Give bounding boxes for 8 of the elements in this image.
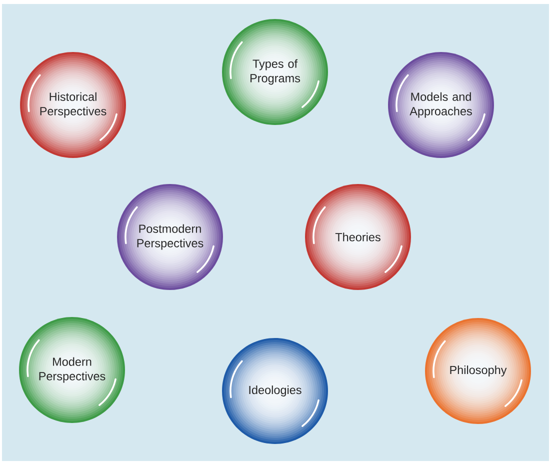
bubble: Types of Programs bbox=[222, 19, 328, 125]
bubble: Postmodern Perspectives bbox=[117, 184, 223, 290]
bubble: Historical Perspectives bbox=[20, 52, 126, 158]
bubble: Theories bbox=[305, 184, 411, 290]
bubble: Philosophy bbox=[425, 318, 531, 424]
bubble: Ideologies bbox=[222, 338, 328, 444]
bubble: Modern Perspectives bbox=[19, 317, 125, 423]
bubble: Models and Approaches bbox=[388, 52, 494, 158]
